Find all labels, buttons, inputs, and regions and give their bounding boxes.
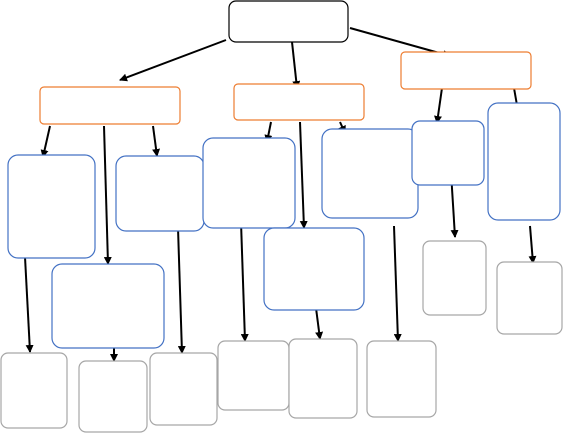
- item-7-box: [411, 120, 485, 186]
- leaf-3-box: [149, 352, 218, 426]
- edge-item-4-leaf-6: [393, 225, 402, 342]
- edge-root-category-left: [119, 39, 227, 82]
- root-node: [228, 0, 349, 43]
- category-right-box: [400, 51, 532, 90]
- leaf-node-4: [217, 340, 290, 411]
- item-4-box: [321, 128, 419, 219]
- leaf-node-5: [288, 338, 358, 419]
- item-node-6: [263, 227, 365, 311]
- leaf-node-1: [0, 352, 68, 429]
- item-node-8: [487, 102, 561, 221]
- leaf-2-box: [78, 360, 148, 433]
- category-middle-box: [233, 83, 365, 121]
- item-5-box: [51, 263, 165, 349]
- leaf-node-2: [78, 360, 148, 433]
- category-right-node: [400, 51, 532, 90]
- item-node-1: [7, 154, 96, 259]
- leaf-5-box: [288, 338, 358, 419]
- leaf-1-box: [0, 352, 68, 429]
- item-node-2: [115, 155, 205, 232]
- edge-root-category-middle: [291, 41, 301, 89]
- category-middle-node: [233, 83, 365, 121]
- edge-category-middle-item-6: [299, 121, 308, 229]
- edge-category-left-item-1: [40, 125, 51, 158]
- item-1-box: [7, 154, 96, 259]
- item-node-5: [51, 263, 165, 349]
- category-left-node: [39, 86, 181, 125]
- category-left-box: [39, 86, 181, 125]
- item-6-box: [263, 227, 365, 311]
- item-3-box: [202, 137, 296, 229]
- leaf-8-box: [496, 261, 563, 335]
- item-node-4: [321, 128, 419, 219]
- leaf-node-3: [149, 352, 218, 426]
- connectors: [24, 27, 537, 362]
- edge-item-1-leaf-1: [24, 256, 34, 353]
- leaf-node-7: [422, 240, 487, 316]
- edge-category-left-item-2: [152, 125, 161, 157]
- edge-category-left-item-5: [103, 125, 112, 265]
- item-8-box: [487, 102, 561, 221]
- edge-item-6-leaf-5: [315, 307, 324, 340]
- item-node-3: [202, 137, 296, 229]
- leaf-node-6: [366, 340, 437, 418]
- leaf-6-box: [366, 340, 437, 418]
- edge-item-3-leaf-4: [240, 221, 249, 342]
- root-box: [228, 0, 349, 43]
- leaf-node-8: [496, 261, 563, 335]
- edge-item-8-leaf-8: [528, 225, 537, 264]
- leaf-7-box: [422, 240, 487, 316]
- item-2-box: [115, 155, 205, 232]
- item-node-7: [411, 120, 485, 186]
- edge-category-right-item-7: [434, 87, 443, 124]
- edge-item-2-leaf-3: [177, 227, 186, 354]
- leaf-4-box: [217, 340, 290, 411]
- edge-root-category-right: [349, 27, 451, 58]
